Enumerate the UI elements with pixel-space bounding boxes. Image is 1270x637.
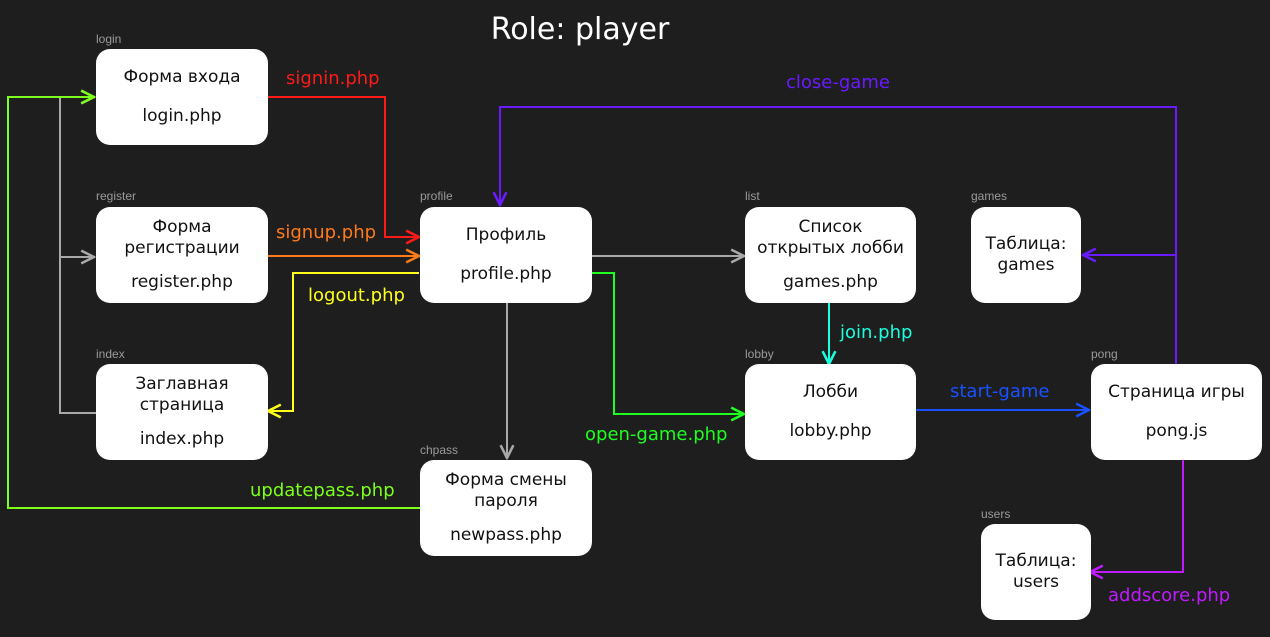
node-register-file: register.php xyxy=(131,271,233,292)
edge-updatepass xyxy=(7,97,420,509)
edge-label-join: join.php xyxy=(840,322,913,343)
edge-label-opengame: open-game.php xyxy=(585,424,728,445)
edge-label-startgame: start-game xyxy=(950,381,1050,402)
node-pong-file: pong.js xyxy=(1145,421,1208,441)
node-list-file: games.php xyxy=(783,271,878,292)
node-chpass-name: Форма смены пароля xyxy=(445,470,567,512)
node-games-name: Таблица: xyxy=(985,233,1067,254)
node-index-name: Заглавная страница xyxy=(135,374,229,416)
node-tag-games: games xyxy=(971,189,1008,203)
node-users-name: Таблица: xyxy=(995,550,1077,571)
node-tag-list: list xyxy=(745,189,760,203)
node-games-file: games xyxy=(997,255,1055,275)
node-list-name: Список открытых лобби xyxy=(757,217,904,259)
edge-addscore xyxy=(1090,457,1184,572)
edge-label-addscore: addscore.php xyxy=(1108,585,1231,606)
node-login: Форма входа login.php xyxy=(96,49,268,145)
node-tag-lobby: lobby xyxy=(745,347,774,361)
edge-label-signin: signin.php xyxy=(286,68,380,89)
node-tag-users: users xyxy=(981,507,1011,521)
node-index-file: index.php xyxy=(139,428,225,449)
node-users-file: users xyxy=(1013,572,1059,592)
node-tag-index: index xyxy=(96,347,125,361)
node-profile-file: profile.php xyxy=(460,264,552,284)
node-pong-name: Страница игры xyxy=(1108,381,1245,402)
edge-label-signup: signup.php xyxy=(276,222,377,243)
node-lobby-file: lobby.php xyxy=(789,421,872,441)
node-pong: Страница игры pong.js xyxy=(1091,364,1262,460)
node-login-file: login.php xyxy=(142,106,222,126)
edge-label-closegame: close-game xyxy=(786,72,890,93)
edge-signin xyxy=(268,96,419,237)
diagram-title: Role: player xyxy=(490,12,670,47)
node-index: Заглавная страница index.php xyxy=(96,364,268,460)
node-tag-login: login xyxy=(96,32,122,46)
edge-label-updatepass: updatepass.php xyxy=(250,480,395,501)
node-login-name: Форма входа xyxy=(123,66,241,87)
edge-index-to-login xyxy=(59,97,96,414)
node-games: Таблица: games xyxy=(971,207,1081,303)
edge-closegame xyxy=(500,106,1177,364)
node-chpass-file: newpass.php xyxy=(450,524,562,545)
node-list: Список открытых лобби games.php xyxy=(745,207,916,303)
node-profile: Профиль profile.php xyxy=(420,207,592,303)
edge-label-logout: logout.php xyxy=(308,285,405,306)
node-lobby-name: Лобби xyxy=(802,381,859,402)
node-tag-register: register xyxy=(96,189,137,203)
node-chpass: Форма смены пароля newpass.php xyxy=(420,460,592,556)
node-tag-profile: profile xyxy=(420,189,453,203)
node-profile-name: Профиль xyxy=(465,224,547,245)
node-users: Таблица: users xyxy=(981,524,1091,620)
node-register-name: Форма регистрации xyxy=(124,217,240,259)
edge-opengame xyxy=(592,272,744,414)
node-register: Форма регистрации register.php xyxy=(96,207,268,303)
node-lobby: Лобби lobby.php xyxy=(745,364,916,460)
node-tag-pong: pong xyxy=(1091,347,1118,361)
node-tag-chpass: chpass xyxy=(420,443,459,457)
edge-logout xyxy=(268,272,419,411)
